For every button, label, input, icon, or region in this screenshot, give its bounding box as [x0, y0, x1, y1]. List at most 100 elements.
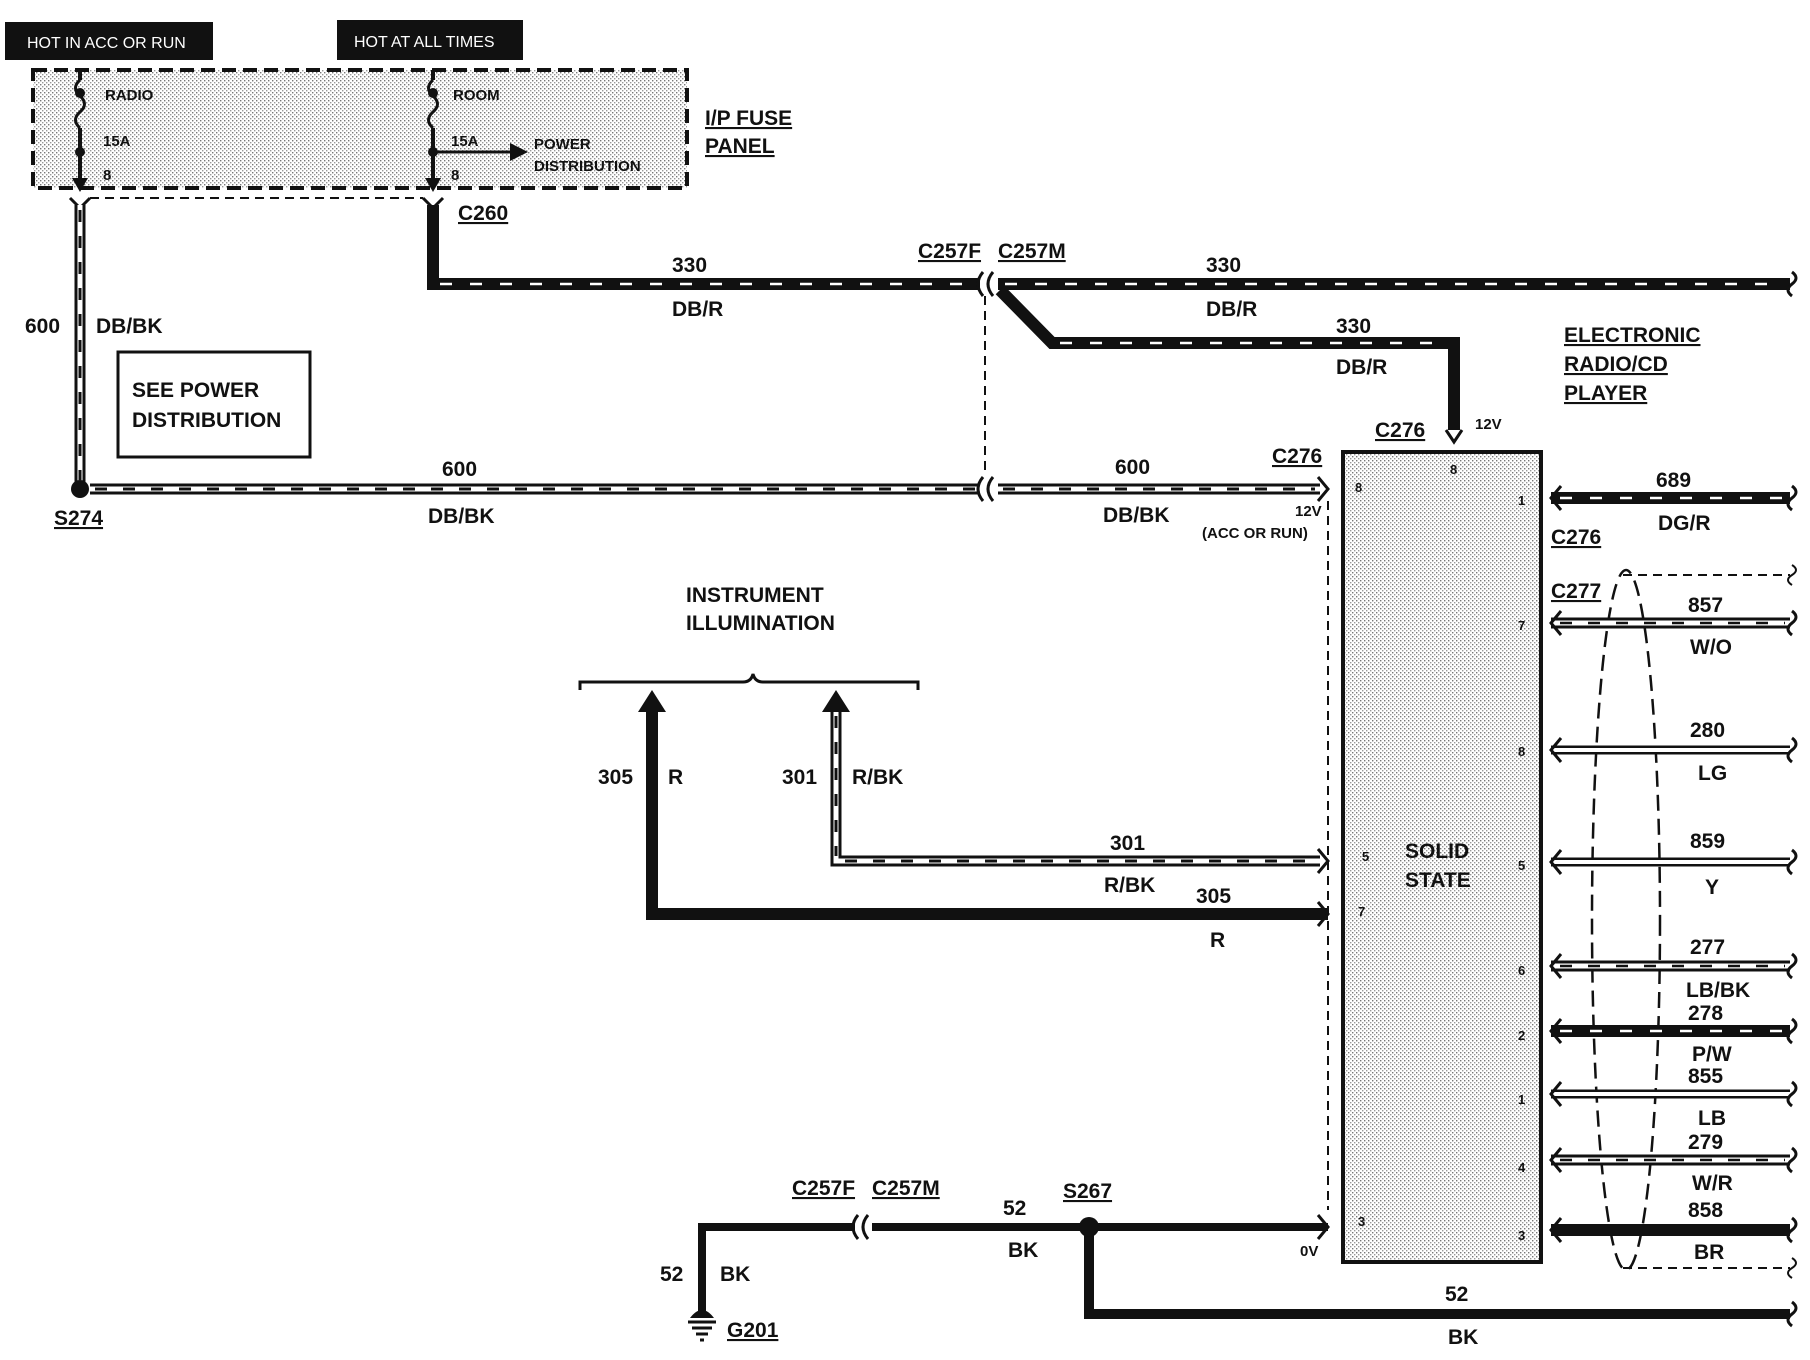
w280-circuit: 280: [1690, 719, 1725, 742]
w305-a-circuit: 305: [598, 766, 633, 789]
arrow-right-icon: [510, 143, 528, 161]
pin-right-9: 3: [1518, 1228, 1525, 1243]
w330-a-circuit: 330: [672, 254, 707, 277]
w600-vertical-circuit: 600: [25, 315, 60, 338]
w52-b-color: BK: [720, 1263, 750, 1286]
header-hot-all-times: HOT AT ALL TIMES: [337, 20, 523, 60]
wire-305: [638, 690, 1330, 927]
v12-top: 12V: [1475, 416, 1502, 433]
pin-left-3: 7: [1358, 904, 1365, 919]
instr-illum-2: ILLUMINATION: [686, 612, 835, 635]
v12-left: 12V: [1295, 503, 1322, 520]
w689-circuit: 689: [1656, 469, 1691, 492]
w857-circuit: 857: [1688, 594, 1723, 617]
w330-a-color: DB/R: [672, 298, 723, 321]
w277-color: LB/BK: [1686, 979, 1750, 1002]
w600-a-circuit: 600: [442, 458, 477, 481]
fuse-radio-icon: [74, 78, 86, 130]
s267-label: S267: [1063, 1180, 1112, 1203]
splice-s267: [1079, 1217, 1099, 1237]
w305-b-color: R: [1210, 929, 1225, 952]
wire-277: [1549, 952, 1798, 980]
w859-circuit: 859: [1690, 830, 1725, 853]
pin-right-1: 1: [1518, 493, 1525, 508]
fuse-left-rating: 15A: [103, 133, 131, 150]
pin-right-2: 7: [1518, 618, 1525, 633]
c257m-lower-label: C257M: [872, 1177, 940, 1200]
w305-a-color: R: [668, 766, 683, 789]
wire-52: [698, 1214, 1798, 1328]
solid-state-2: STATE: [1405, 869, 1471, 892]
ip-fuse-panel: RADIO 15A 8 ROOM 15A 8 POWER DISTRIBUTIO…: [31, 68, 689, 192]
wire-301: [822, 690, 1330, 874]
w52-a-color: BK: [1008, 1239, 1038, 1262]
wire-689: [1549, 484, 1798, 512]
w301-a-color: R/BK: [852, 766, 903, 789]
fuse-right-rating: 15A: [451, 133, 479, 150]
power-dist-line2: DISTRIBUTION: [534, 158, 641, 175]
w600-b-color: DB/BK: [1103, 504, 1170, 527]
c257f-lower-label: C257F: [792, 1177, 855, 1200]
w278-circuit: 278: [1688, 1002, 1723, 1025]
wire-330-main: [998, 270, 1798, 298]
w859-color: Y: [1705, 876, 1719, 899]
fuse-right-name: ROOM: [453, 87, 500, 104]
see-power-line2: DISTRIBUTION: [132, 409, 281, 432]
fuse-panel-title-2: PANEL: [705, 135, 775, 158]
v0-note: 0V: [1300, 1243, 1318, 1260]
w279-color: W/R: [1692, 1172, 1733, 1195]
shield-ellipse: [1590, 568, 1662, 1272]
pin-right-3: 8: [1518, 744, 1525, 759]
splice-s274: [71, 480, 89, 498]
wire-600-horizontal: [90, 476, 1330, 502]
w330-c-color: DB/R: [1336, 356, 1387, 379]
power-dist-line1: POWER: [534, 136, 591, 153]
c257f-upper-label: C257F: [918, 240, 981, 263]
acc-or-run-note: (ACC OR RUN): [1202, 525, 1308, 542]
w278-color: P/W: [1692, 1043, 1732, 1066]
w858-color: BR: [1694, 1241, 1724, 1264]
pin-right-6: 2: [1518, 1028, 1525, 1043]
c260-label: C260: [458, 202, 508, 225]
w855-color: LB: [1698, 1107, 1726, 1130]
w857-color: W/O: [1690, 636, 1732, 659]
pin-right-7: 1: [1518, 1092, 1525, 1107]
pin-left-1: 8: [1355, 480, 1362, 495]
w689-color: DG/R: [1658, 512, 1711, 535]
instr-illum-1: INSTRUMENT: [686, 584, 824, 607]
w330-b-color: DB/R: [1206, 298, 1257, 321]
wire-279: [1549, 1146, 1798, 1174]
c277-label: C277: [1551, 580, 1601, 603]
wire-278: [1549, 1017, 1798, 1045]
header-acc-run-text: HOT IN ACC OR RUN: [27, 35, 186, 52]
c257m-upper-label: C257M: [998, 240, 1066, 263]
w52-c-color: BK: [1448, 1326, 1478, 1349]
c276-right-label: C276: [1551, 526, 1601, 549]
see-power-distribution-box: SEE POWER DISTRIBUTION: [116, 350, 312, 459]
w305-b-circuit: 305: [1196, 885, 1231, 908]
c276-top-label: C276: [1375, 419, 1425, 442]
solid-state-1: SOLID: [1405, 840, 1469, 863]
wire-280: [1549, 736, 1798, 764]
c276-left-label: C276: [1272, 445, 1322, 468]
w330-b-circuit: 330: [1206, 254, 1241, 277]
wire-600-vertical: [68, 196, 92, 485]
illum-bracket: [578, 673, 920, 690]
w330-c-circuit: 330: [1336, 315, 1371, 338]
radio-title-1: ELECTRONIC: [1564, 324, 1701, 347]
w52-c-circuit: 52: [1445, 1283, 1468, 1306]
w52-b-circuit: 52: [660, 1263, 683, 1286]
fuse-panel-title-1: I/P FUSE: [705, 107, 792, 130]
fuse-left-name: RADIO: [105, 87, 154, 104]
fuse-right-num: 8: [451, 167, 459, 184]
pin-right-5: 6: [1518, 963, 1525, 978]
wire-858: [1549, 1216, 1798, 1244]
header-hot-acc-run: HOT IN ACC OR RUN: [5, 22, 213, 60]
w52-a-circuit: 52: [1003, 1197, 1026, 1220]
fuse-room-icon: [427, 78, 439, 130]
w280-color: LG: [1698, 762, 1727, 785]
radio-title-3: PLAYER: [1564, 382, 1647, 405]
g201-label: G201: [727, 1319, 779, 1342]
pin-right-4: 5: [1518, 858, 1525, 873]
